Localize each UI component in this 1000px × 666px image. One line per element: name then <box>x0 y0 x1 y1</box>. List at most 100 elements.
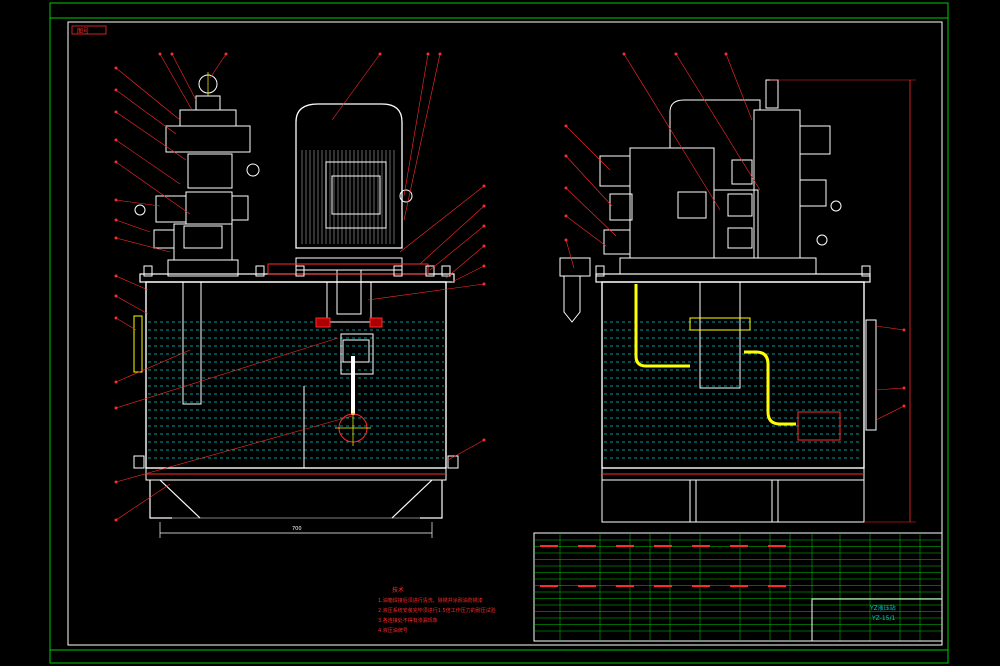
table-cell-mark <box>654 545 672 547</box>
leader-line <box>565 125 611 171</box>
suction-pipe-right <box>744 350 796 426</box>
outer-frame <box>49 2 949 664</box>
suction-filter-right <box>797 411 841 441</box>
leader-line <box>115 139 181 185</box>
leader-lines-left <box>114 52 486 522</box>
leader-line <box>675 53 761 191</box>
manifold-block-c <box>753 109 801 259</box>
valve-block-4 <box>187 153 233 189</box>
leader-line <box>445 245 485 279</box>
note-2: 2.液压系统安装完毕须进行1.5倍工作压力的耐压试验 <box>378 607 496 614</box>
leader-line <box>725 53 753 121</box>
leader-line <box>115 67 181 121</box>
handwheel-2 <box>134 204 146 216</box>
leader-line <box>115 275 149 291</box>
air-breather-right <box>559 257 591 277</box>
pressure-switch-right <box>765 79 779 109</box>
handwheel-r2 <box>816 234 828 246</box>
leader-line <box>451 265 485 283</box>
leader-line <box>115 161 191 215</box>
parts-list-grid <box>534 533 942 641</box>
solenoid-r3 <box>603 229 631 255</box>
leader-line <box>565 239 575 269</box>
leader-line <box>115 349 191 383</box>
leader-dot <box>482 224 486 228</box>
leader-line <box>115 317 137 331</box>
cover-bolts-right <box>595 265 871 277</box>
return-pipe-right <box>634 284 690 368</box>
right-view <box>559 79 916 523</box>
leader-dot <box>114 88 118 92</box>
leader-dot <box>902 404 906 408</box>
leader-line <box>115 89 177 135</box>
motor-terminal-box <box>331 175 381 215</box>
leader-dot <box>482 184 486 188</box>
leader-line <box>171 53 197 101</box>
tank-cover-right <box>595 273 871 283</box>
leader-dot <box>724 52 728 56</box>
leader-dot <box>564 214 568 218</box>
leader-line <box>115 111 187 161</box>
valve-r2 <box>727 193 753 217</box>
table-cell-mark <box>692 585 710 587</box>
solenoid-r5 <box>799 179 827 207</box>
level-gauge-right <box>865 319 877 431</box>
pump-column-right <box>699 281 741 389</box>
left-view: 700 <box>133 72 459 538</box>
leader-line <box>331 53 381 121</box>
motor-lifting-eye <box>399 189 413 203</box>
valve-block-6 <box>179 109 237 127</box>
table-cell-mark <box>730 585 748 587</box>
motor-body <box>295 103 403 249</box>
solenoid-2 <box>155 195 187 223</box>
leader-dot <box>482 438 486 442</box>
coupling-housing <box>326 281 372 323</box>
leader-dot <box>224 52 228 56</box>
leader-dot <box>114 198 118 202</box>
pump-body <box>340 333 374 375</box>
leader-line <box>447 439 485 461</box>
leader-line <box>367 283 485 301</box>
leader-dot <box>114 236 118 240</box>
manifold-block-a <box>629 147 715 259</box>
table-cell-mark <box>616 585 634 587</box>
leader-line <box>159 53 193 111</box>
leader-line <box>875 387 905 391</box>
valve-block-3 <box>185 191 233 225</box>
leader-dot <box>482 244 486 248</box>
title-block-title: YZ液压站 <box>869 604 896 612</box>
pump-red-block <box>315 317 331 328</box>
leader-line <box>403 53 429 197</box>
leader-line <box>115 415 353 483</box>
leader-dot <box>114 66 118 70</box>
leader-dot <box>114 406 118 410</box>
solenoid-1 <box>153 229 175 249</box>
table-cell-mark <box>540 545 558 547</box>
leader-line <box>209 53 227 79</box>
leader-line <box>115 219 151 233</box>
leader-dot <box>114 380 118 384</box>
solenoid-r2 <box>609 193 633 221</box>
leader-dot <box>438 52 442 56</box>
parts-list-frame <box>533 532 943 642</box>
table-cell-mark <box>654 585 672 587</box>
pump-outlet <box>342 339 370 363</box>
valve-block-5 <box>165 125 251 153</box>
leader-line <box>623 53 721 211</box>
note-3: 3.各连接处不得有渗漏现象 <box>378 617 438 624</box>
bolt <box>441 265 451 277</box>
valve-cap <box>195 95 221 111</box>
table-cell-mark <box>616 545 634 547</box>
handwheel-r1 <box>830 200 842 212</box>
coupling-core <box>336 269 362 315</box>
leader-dot <box>482 282 486 286</box>
leader-dot <box>114 274 118 278</box>
leader-dot <box>564 154 568 158</box>
motor-fins <box>301 150 395 244</box>
drain-plug-left <box>133 455 145 469</box>
handwheel-1 <box>246 163 260 177</box>
leader-dot <box>114 316 118 320</box>
leader-dot <box>482 264 486 268</box>
bolt <box>425 265 435 277</box>
